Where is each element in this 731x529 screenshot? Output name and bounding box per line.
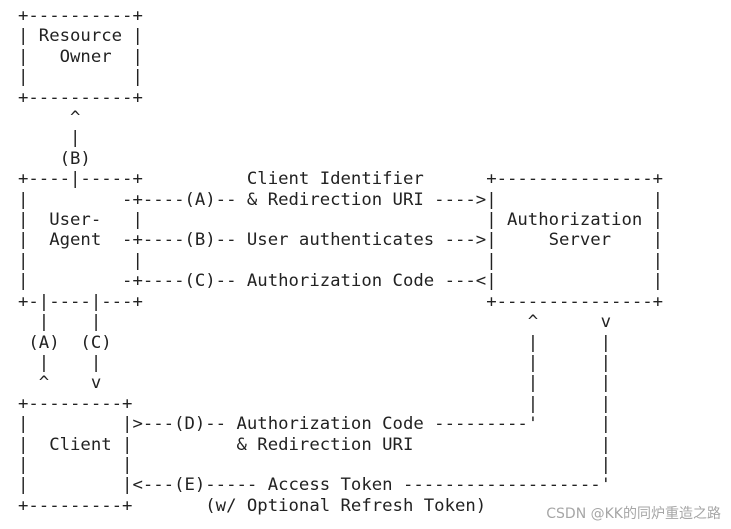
diagram-line-client-blank: | | | (18, 454, 612, 475)
diagram-line-user-agent-bottom: +-|----|---+ +---------------+ (18, 291, 664, 312)
diagram-line-resource-owner-label-1: | Resource | (18, 26, 143, 47)
diagram-line-resource-owner-blank: | | (18, 67, 143, 88)
diagram-line-resource-owner-top: +----------+ (18, 6, 143, 26)
diagram-line-client-bottom: +---------+ (w/ Optional Refresh Token) (18, 495, 487, 516)
diagram-line-arrow-up: ^ (18, 108, 81, 129)
diagram-line-resource-owner-label-2: | Owner | (18, 46, 143, 67)
diagram-line-client-label: | Client | & Redirection URI | (18, 434, 612, 455)
diagram-line-step-d: | |>---(D)-- Authorization Code --------… (18, 414, 612, 435)
diagram-line-step-e: | |<---(E)----- Access Token -----------… (18, 475, 612, 496)
diagram-line-step-b-label: (B) (18, 148, 91, 169)
diagram-line-connectors-arrows: ^ v | | (18, 373, 612, 394)
diagram-line-client-top: +---------+ | | (18, 393, 612, 414)
diagram-line-connectors-labels: (A) (C) | | (18, 332, 612, 353)
diagram-line-connectors-1: | | ^ v (18, 312, 612, 333)
diagram-line-user-agent-blank: | | | | (18, 250, 664, 271)
diagram-line-step-b: | Agent -+----(B)-- User authenticates -… (18, 230, 664, 251)
diagram-line-step-a: | -+----(A)-- & Redirection URI ---->| | (18, 189, 664, 210)
oauth-flow-ascii-diagram: +----------+ | Resource | | Owner | | | … (18, 6, 663, 516)
diagram-line-resource-owner-bottom: +----------+ (18, 87, 143, 108)
diagram-line-user-agent-top: +----|-----+ Client Identifier +--------… (18, 169, 664, 190)
diagram-line-step-c: | -+----(C)-- Authorization Code ---<| | (18, 271, 664, 292)
watermark: CSDN @KK的同炉重造之路 (544, 503, 723, 523)
diagram-line-connectors-2: | | | | (18, 352, 612, 373)
diagram-line-user-agent-label-1: | User- | | Authorization | (18, 210, 664, 231)
diagram-line-arrow-stem: | (18, 128, 81, 149)
